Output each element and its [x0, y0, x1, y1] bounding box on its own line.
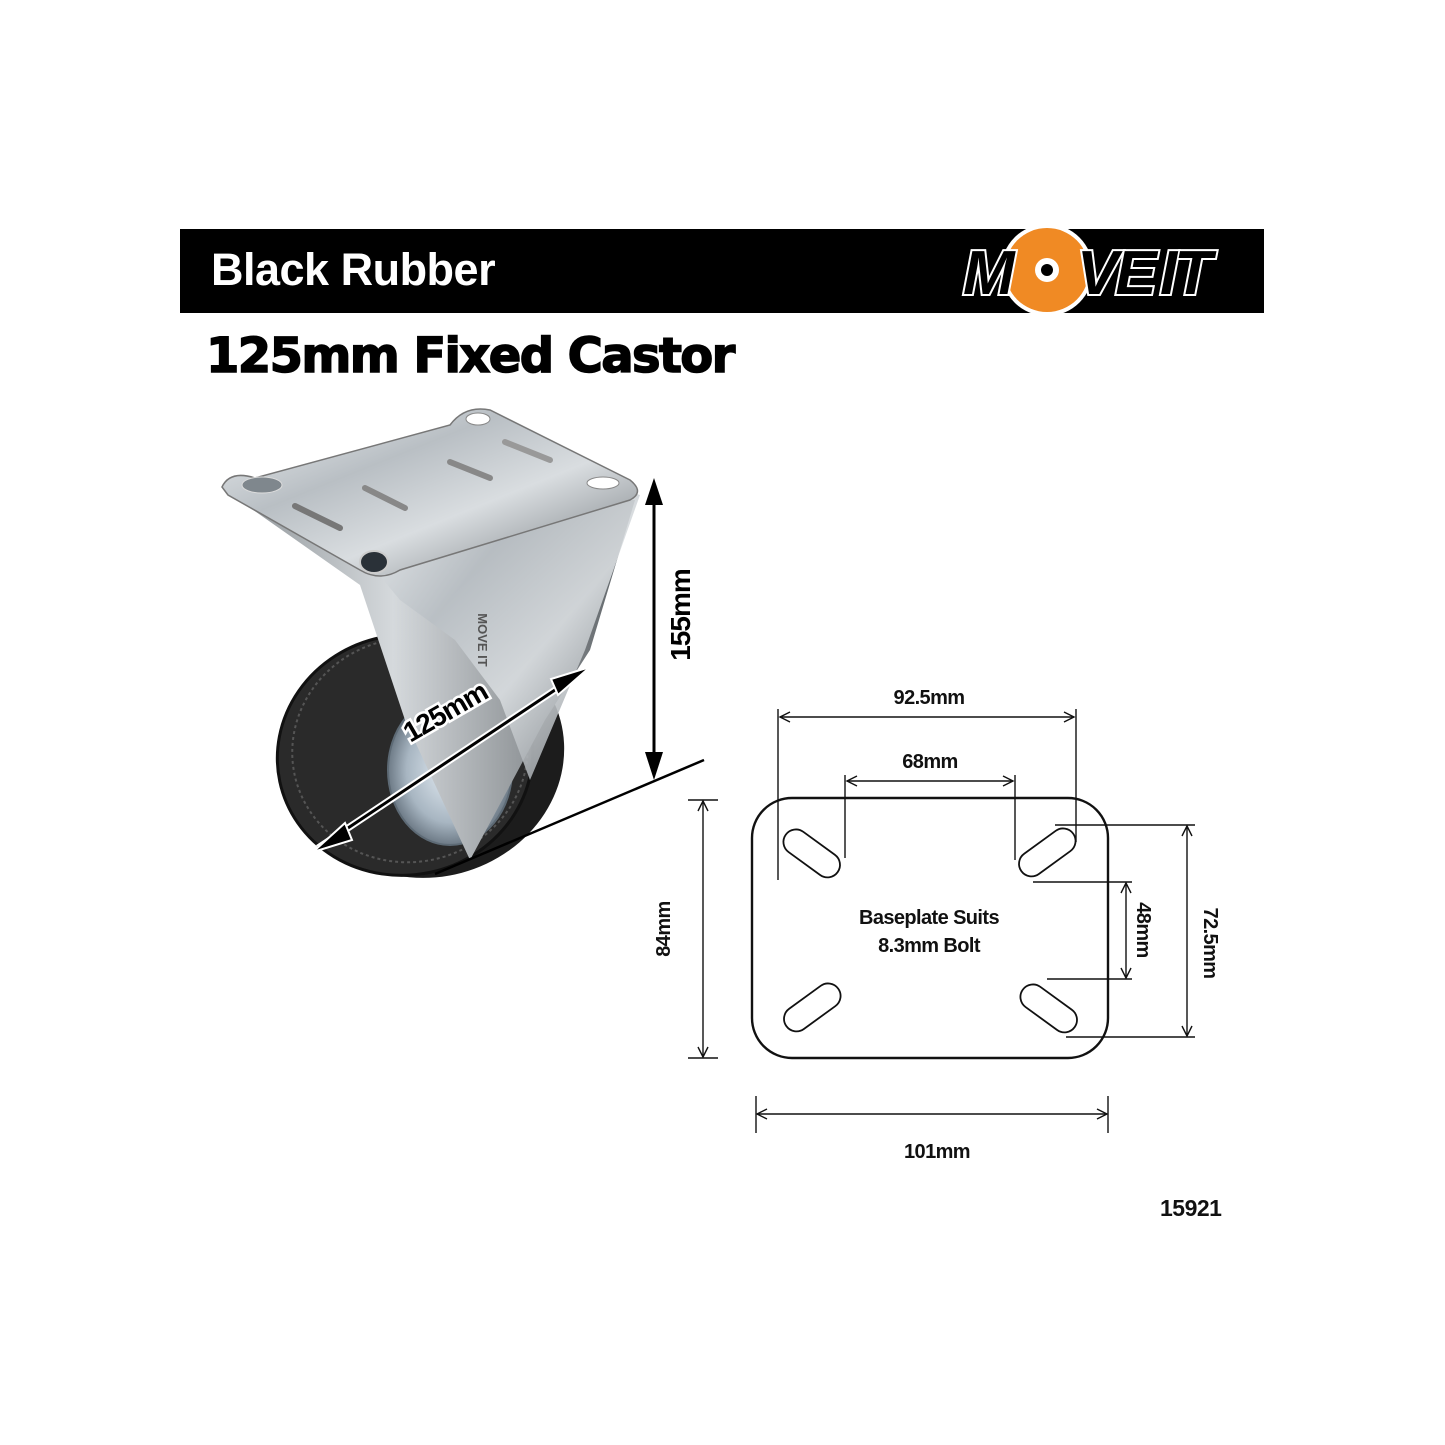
- wheel-diameter-arrow: [312, 666, 591, 853]
- header-title: Black Rubber: [211, 244, 496, 295]
- dim-outer-vertical-span: 72.5mm: [1199, 908, 1221, 979]
- dim-outer-hole-span: 92.5mm: [894, 687, 965, 709]
- dim-inner-hole-span: 68mm: [902, 751, 957, 773]
- baseplate-outline: [750, 796, 1110, 1060]
- baseplate-note-line2: 8.3mm Bolt: [878, 935, 981, 957]
- brand-logo: M VE IT: [961, 224, 1222, 316]
- product-code: 15921: [1160, 1195, 1222, 1221]
- height-arrow: [434, 478, 705, 876]
- baseplate-note-line1: Baseplate Suits: [859, 907, 999, 929]
- dim-inner-vertical-span: 48mm: [1132, 902, 1154, 957]
- dim-plate-width: 101mm: [904, 1141, 970, 1163]
- dim-plate-height: 84mm: [653, 901, 675, 956]
- logo-letters-ve: VE: [1077, 239, 1158, 308]
- emboss-text: MOVE IT: [475, 613, 490, 667]
- mounting-slots: [782, 827, 1078, 1034]
- logo-letter-m: M: [963, 239, 1016, 308]
- product-subtitle: 125mm Fixed Castor: [205, 327, 736, 385]
- top-plate: [221, 408, 639, 577]
- height-label: 155mm: [665, 569, 696, 661]
